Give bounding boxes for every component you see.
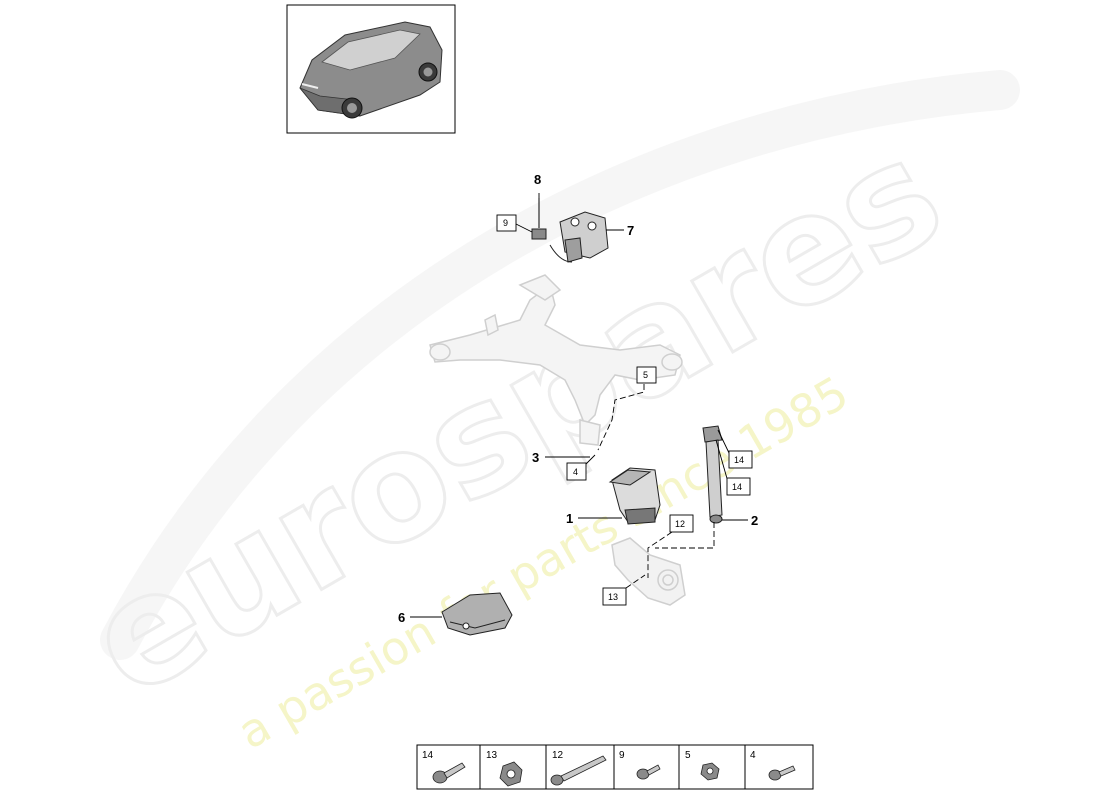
svg-text:14: 14: [734, 455, 744, 465]
watermark: eurospares a passion for parts since 198…: [60, 70, 1020, 760]
svg-text:4: 4: [573, 467, 578, 477]
callout-14-upper: 14: [728, 450, 753, 469]
bolt-icon: [432, 762, 466, 784]
callout-4: 4: [566, 462, 587, 481]
valve-block-part-7: [549, 211, 609, 263]
callout-labels: 8 7 3 1 2 6 9 5 4 14 14 12: [398, 172, 758, 625]
svg-text:14: 14: [732, 482, 742, 492]
callout-13: 13: [602, 587, 627, 606]
small-bolt-icon: [768, 765, 796, 781]
long-bolt-icon: [550, 755, 607, 786]
callout-2: 2: [751, 513, 758, 528]
svg-text:13: 13: [608, 592, 618, 602]
car-icon: [299, 21, 443, 119]
callout-6: 6: [398, 610, 405, 625]
svg-text:5: 5: [643, 370, 648, 380]
callout-7: 7: [627, 223, 634, 238]
air-spring-part-1: [608, 467, 661, 525]
svg-text:9: 9: [503, 218, 508, 228]
leader-14a: [717, 429, 731, 456]
screw-icon: [636, 764, 661, 780]
hardware-table: 14 13 12 9 5 4: [416, 744, 814, 790]
callout-9: 9: [496, 214, 517, 232]
callout-14-lower: 14: [726, 477, 751, 496]
hex-nut-icon: [700, 762, 720, 781]
leader-9: [515, 223, 533, 233]
svg-text:12: 12: [675, 519, 685, 529]
nut-icon: [499, 761, 523, 787]
cover-part-6: [441, 592, 513, 636]
rear-axle-subframe: [429, 274, 683, 446]
vehicle-thumbnail: [286, 4, 456, 134]
hardware-label-5: 5: [685, 750, 691, 761]
leader-13: [625, 574, 646, 589]
leader-5: [597, 375, 645, 451]
hardware-label-13: 13: [486, 750, 498, 761]
leader-12: [647, 531, 673, 578]
shock-absorber-part-2: [702, 425, 723, 524]
callout-1: 1: [566, 511, 573, 526]
callout-5: 5: [636, 366, 657, 384]
hardware-label-9: 9: [619, 750, 625, 761]
callout-3: 3: [532, 450, 539, 465]
hardware-label-12: 12: [552, 750, 564, 761]
callout-12: 12: [669, 514, 694, 533]
leader-14b: [715, 439, 729, 483]
callout-8: 8: [534, 172, 541, 187]
hardware-label-14: 14: [422, 750, 434, 761]
leader-2-dash: [655, 522, 715, 549]
hardware-label-4: 4: [750, 750, 756, 761]
wheel-carrier: [611, 537, 686, 606]
